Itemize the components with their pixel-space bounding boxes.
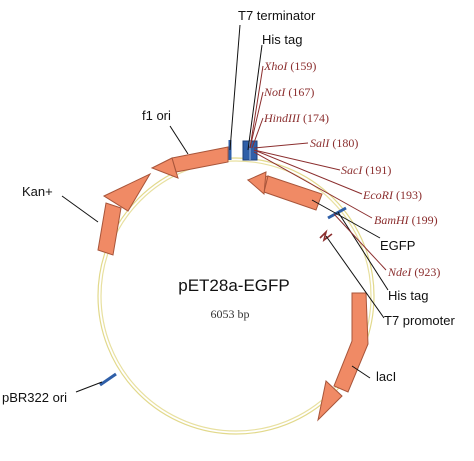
site-position: (167) [288,85,314,99]
site-enzyme: HindIII [263,111,301,125]
label-t7-promoter: T7 promoter [384,313,455,328]
leader-pbr322 [75,381,103,393]
site-position: (180) [332,136,358,150]
site-enzyme: SalI [310,136,330,150]
plasmid-name: pET28a-EGFP [178,276,290,295]
leader-egfp [311,199,381,239]
leader-his-tag-bottom [337,211,389,291]
site-enzyme: XhoI [263,59,288,73]
leader-ecori [253,149,363,195]
leader-noti [249,91,264,149]
leader-t7-terminator [229,24,241,151]
leader-f1-ori [169,125,189,155]
label-his-tag-top: His tag [262,32,302,47]
t7-promoter-symbol [319,229,333,242]
leader-sali [253,142,309,149]
site-position: (159) [290,59,316,73]
site-enzyme: EcoRI [362,188,394,202]
leader-xhoi [249,65,264,149]
site-position: (174) [303,111,329,125]
leader-laci [351,365,371,379]
site-label-hindiii: HindIII (174) [263,111,329,125]
site-position: (193) [396,188,422,202]
site-label-saci: SacI (191) [341,163,391,177]
site-enzyme: BamHI [374,213,410,227]
site-enzyme: NotI [263,85,286,99]
nde-marker [327,206,347,220]
leader-ndei [333,213,387,271]
leader-hindiii [251,117,264,149]
egfp-arrow-body-2 [247,171,267,196]
f1-ori-arrow [150,146,229,179]
pbr322-ori-marker [99,372,117,387]
plasmid-size: 6053 bp [211,307,250,321]
site-label-xhoi: XhoI (159) [263,59,316,73]
label-kan: Kan+ [22,184,53,199]
label-pbr322-ori: pBR322 ori [2,390,67,405]
site-label-ecori: EcoRI (193) [362,188,422,202]
kan-arrow [97,172,152,256]
leader-bamhi [253,151,373,219]
leader-saci [253,149,341,171]
laci-arrow [317,292,369,422]
label-his-tag-bottom: His tag [388,288,428,303]
label-t7-terminator: T7 terminator [238,8,316,23]
site-label-sali: SalI (180) [310,136,358,150]
site-label-noti: NotI (167) [263,85,314,99]
site-label-ndei: NdeI (923) [387,265,440,279]
site-enzyme: NdeI [387,265,412,279]
leader-t7-promoter [325,235,385,319]
leader-his-tag-top [247,44,263,151]
site-position: (923) [414,265,440,279]
site-label-bamhi: BamHI (199) [374,213,438,227]
leader-kan [61,195,99,223]
site-position: (191) [365,163,391,177]
site-position: (199) [412,213,438,227]
plasmid-backbone-inner [100,160,372,432]
label-f1-ori: f1 ori [142,108,171,123]
label-egfp: EGFP [380,238,415,253]
site-leaders [249,65,387,271]
site-enzyme: SacI [341,163,363,177]
plasmid-backbone-outer [97,157,375,435]
label-laci: lacI [376,369,396,384]
